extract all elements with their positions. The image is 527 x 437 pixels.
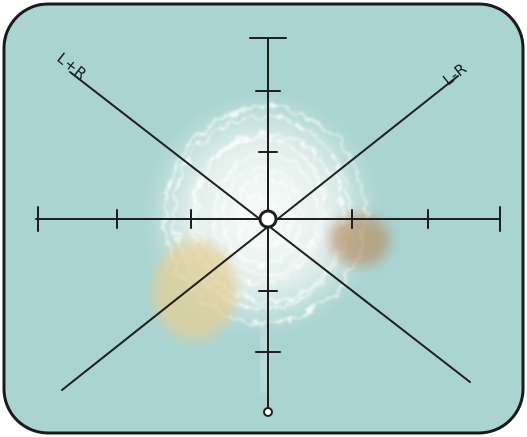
origin-marker [264, 408, 272, 416]
trace-brown-patch [330, 214, 390, 266]
trace-warm-lobe [153, 240, 237, 340]
center-ring [260, 211, 276, 227]
